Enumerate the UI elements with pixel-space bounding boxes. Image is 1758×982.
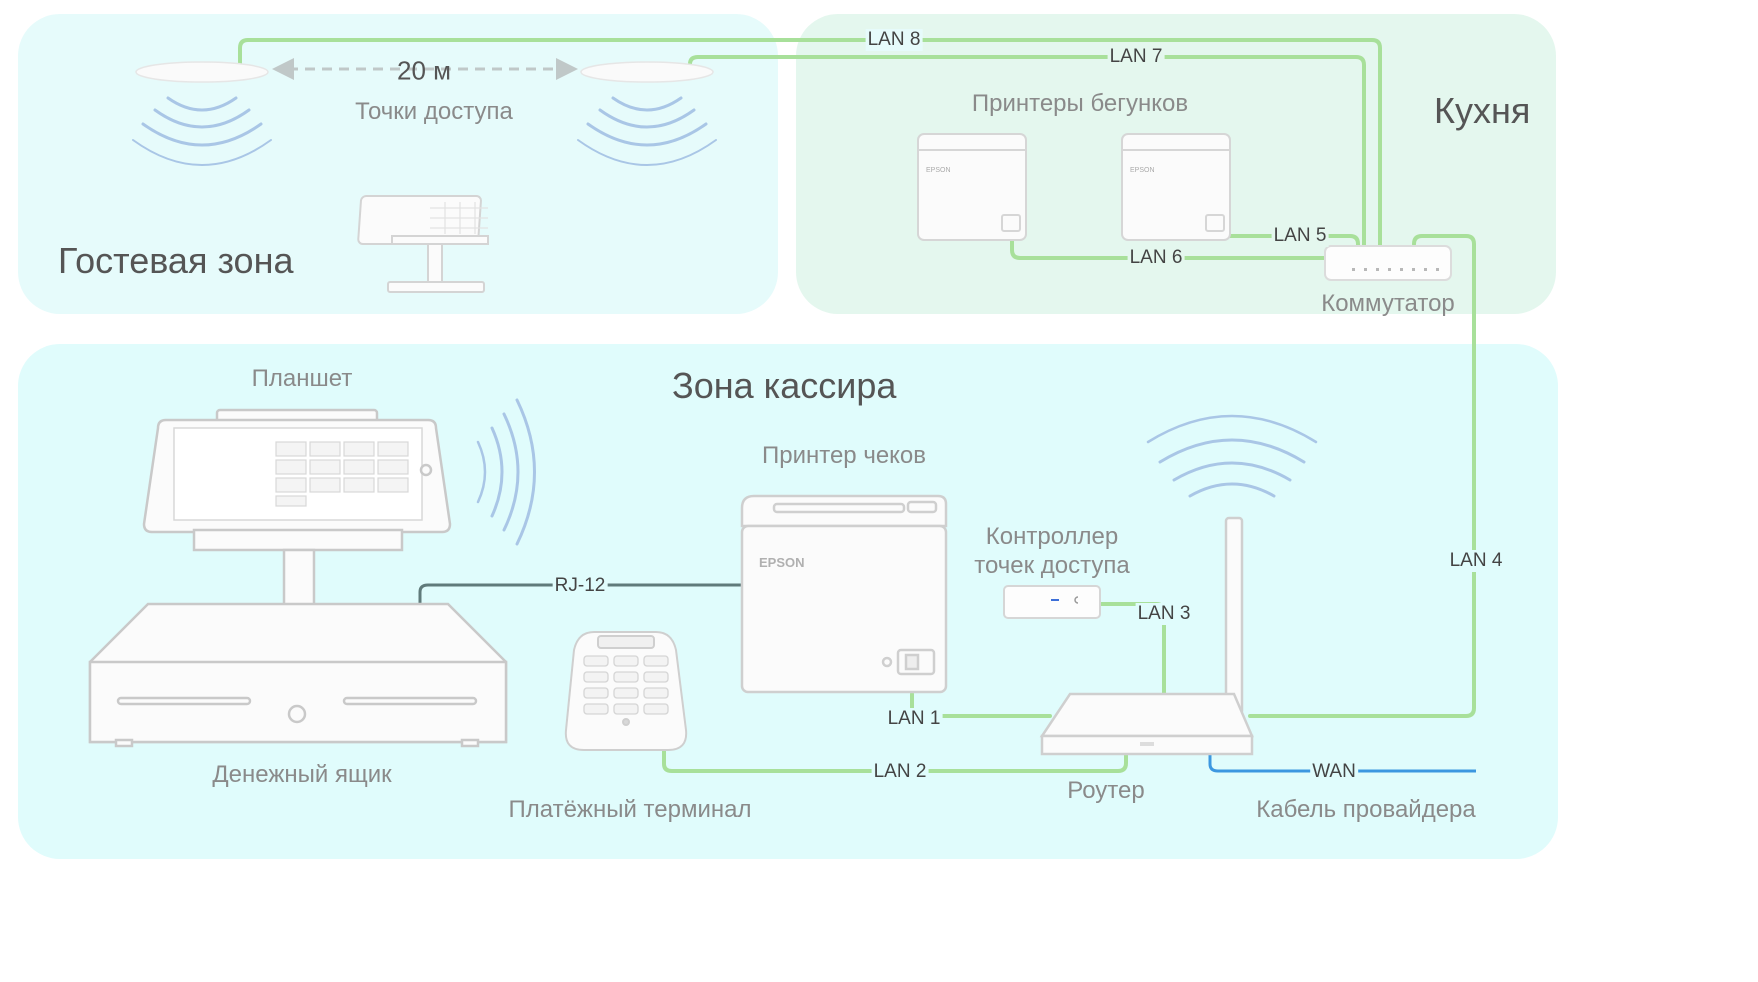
lan7-cable — [688, 55, 1366, 248]
wan-label: WAN — [1310, 761, 1358, 783]
lan4-cable — [1248, 234, 1476, 718]
lan5-label: LAN 5 — [1271, 225, 1329, 247]
lan8-label: LAN 8 — [865, 29, 923, 51]
receipt-printer-label: Принтер чеков — [761, 442, 927, 469]
lan6-label: LAN 6 — [1127, 247, 1185, 269]
guest-zone-title: Гостевая зона — [58, 240, 294, 281]
router-icon — [1039, 516, 1254, 756]
lan6-cable — [1010, 238, 1332, 260]
guest-tablet-icon — [357, 195, 489, 293]
rj12-cable — [418, 583, 744, 606]
router-label: Роутер — [1067, 777, 1145, 804]
kitchen-printer-icon — [1121, 133, 1231, 241]
cash-drawer-label: Денежный ящик — [212, 761, 392, 788]
lan5-cable — [1228, 234, 1360, 252]
wan-cable — [1208, 752, 1476, 773]
tablet-label: Планшет — [251, 365, 353, 392]
distance-arrow — [272, 58, 578, 80]
payment-terminal-label: Платёжный терминал — [508, 796, 752, 823]
switch-label: Коммутатор — [1321, 290, 1455, 317]
lan3-label: LAN 3 — [1135, 603, 1193, 625]
kitchen-printers-label: Принтеры бегунков — [971, 90, 1189, 117]
distance-label: 20 м — [396, 55, 452, 86]
cashier-zone-title: Зона кассира — [672, 365, 897, 406]
lan7-label: LAN 7 — [1107, 46, 1165, 68]
printer-brand-text: EPSON — [759, 555, 805, 570]
lan2-label: LAN 2 — [871, 761, 929, 783]
printer-brand-text: EPSON — [1130, 167, 1155, 174]
ap-controller-label: Контроллер точек доступа — [974, 522, 1130, 580]
access-points-label: Точки доступа — [355, 98, 513, 125]
tablet-pos-icon — [88, 408, 508, 748]
lan1-label: LAN 1 — [885, 708, 943, 730]
provider-cable-label: Кабель провайдера — [1256, 796, 1476, 823]
ap-controller-icon — [1003, 585, 1101, 619]
printer-brand-text: EPSON — [926, 167, 951, 174]
wifi-waves-icon — [476, 398, 536, 546]
kitchen-zone-title: Кухня — [1434, 90, 1531, 131]
access-point-icon — [577, 61, 717, 166]
receipt-printer-icon — [740, 494, 948, 694]
lan4-label: LAN 4 — [1447, 550, 1505, 572]
ap-controller-label-line2: точек доступа — [974, 552, 1130, 579]
kitchen-printer-icon — [917, 133, 1027, 241]
network-switch-icon — [1324, 245, 1452, 281]
access-point-icon — [132, 61, 272, 166]
ap-controller-label-line1: Контроллер — [985, 523, 1119, 550]
payment-terminal-icon — [564, 631, 688, 751]
lan8-cable — [238, 38, 1382, 248]
rj12-label: RJ-12 — [552, 575, 608, 597]
wifi-waves-icon — [1146, 414, 1318, 498]
